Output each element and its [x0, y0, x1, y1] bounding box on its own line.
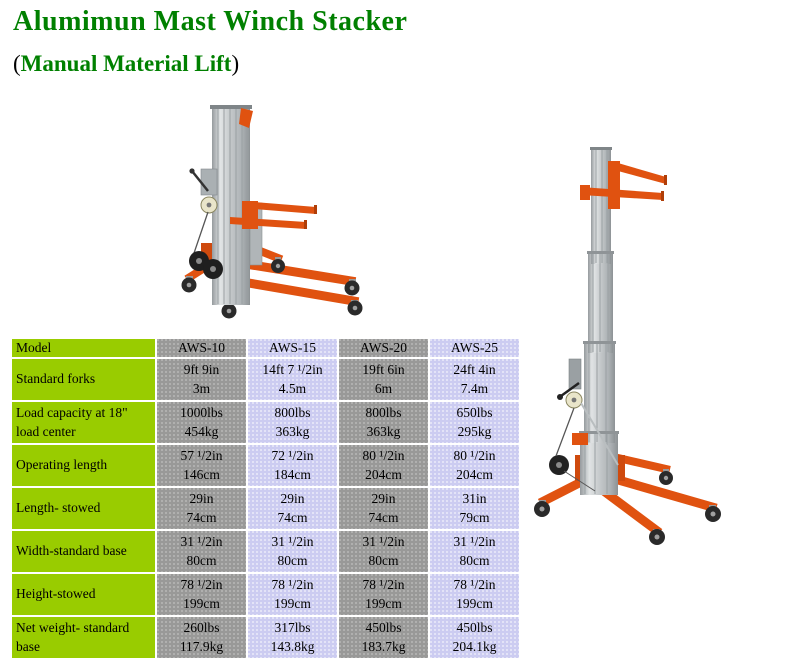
spec-row-label: Standard forks — [12, 359, 155, 400]
winch-cable — [555, 407, 575, 457]
spec-table: Model AWS-10 AWS-15 AWS-20 AWS-25 Standa… — [12, 339, 519, 658]
winch — [189, 168, 218, 214]
model-header-aws-20: AWS-20 — [339, 339, 428, 357]
spec-row-label: Operating length — [12, 445, 155, 486]
forks — [580, 161, 667, 209]
winch — [557, 358, 583, 409]
page-title: Alumimun Mast Winch Stacker — [13, 6, 408, 37]
spec-row-label: Net weight- standard base — [12, 617, 155, 658]
spec-row-label: Height-stowed — [12, 574, 155, 615]
brace-rod — [580, 402, 619, 466]
winch-cable — [191, 211, 209, 260]
base-legs — [537, 450, 718, 537]
model-header-aws-10: AWS-10 — [157, 339, 246, 357]
model-header-aws-25: AWS-25 — [430, 339, 519, 357]
subtitle-text: Manual Material Lift — [20, 51, 232, 76]
mast-clamp — [572, 433, 588, 445]
stacker-stowed-photo — [181, 105, 363, 319]
subtitle-open-paren: ( — [13, 51, 21, 76]
stacker-extended-photo — [534, 147, 721, 545]
subtitle-close-paren: ) — [231, 51, 240, 76]
spec-row-label: Length- stowed — [12, 488, 155, 529]
spec-row-label: Width-standard base — [12, 531, 155, 572]
mast — [579, 147, 619, 495]
pulley-hub — [556, 462, 562, 468]
casters — [534, 469, 721, 545]
page-subtitle: (Manual Material Lift) — [13, 50, 239, 78]
spec-row-label: Load capacity at 18" load center — [12, 402, 155, 443]
mast-top-bracket — [239, 108, 253, 128]
model-header-aws-15: AWS-15 — [248, 339, 337, 357]
spec-header-model: Model — [12, 339, 155, 357]
cable-lower — [563, 470, 596, 492]
transport-wheels — [189, 251, 223, 279]
forks — [230, 201, 317, 229]
